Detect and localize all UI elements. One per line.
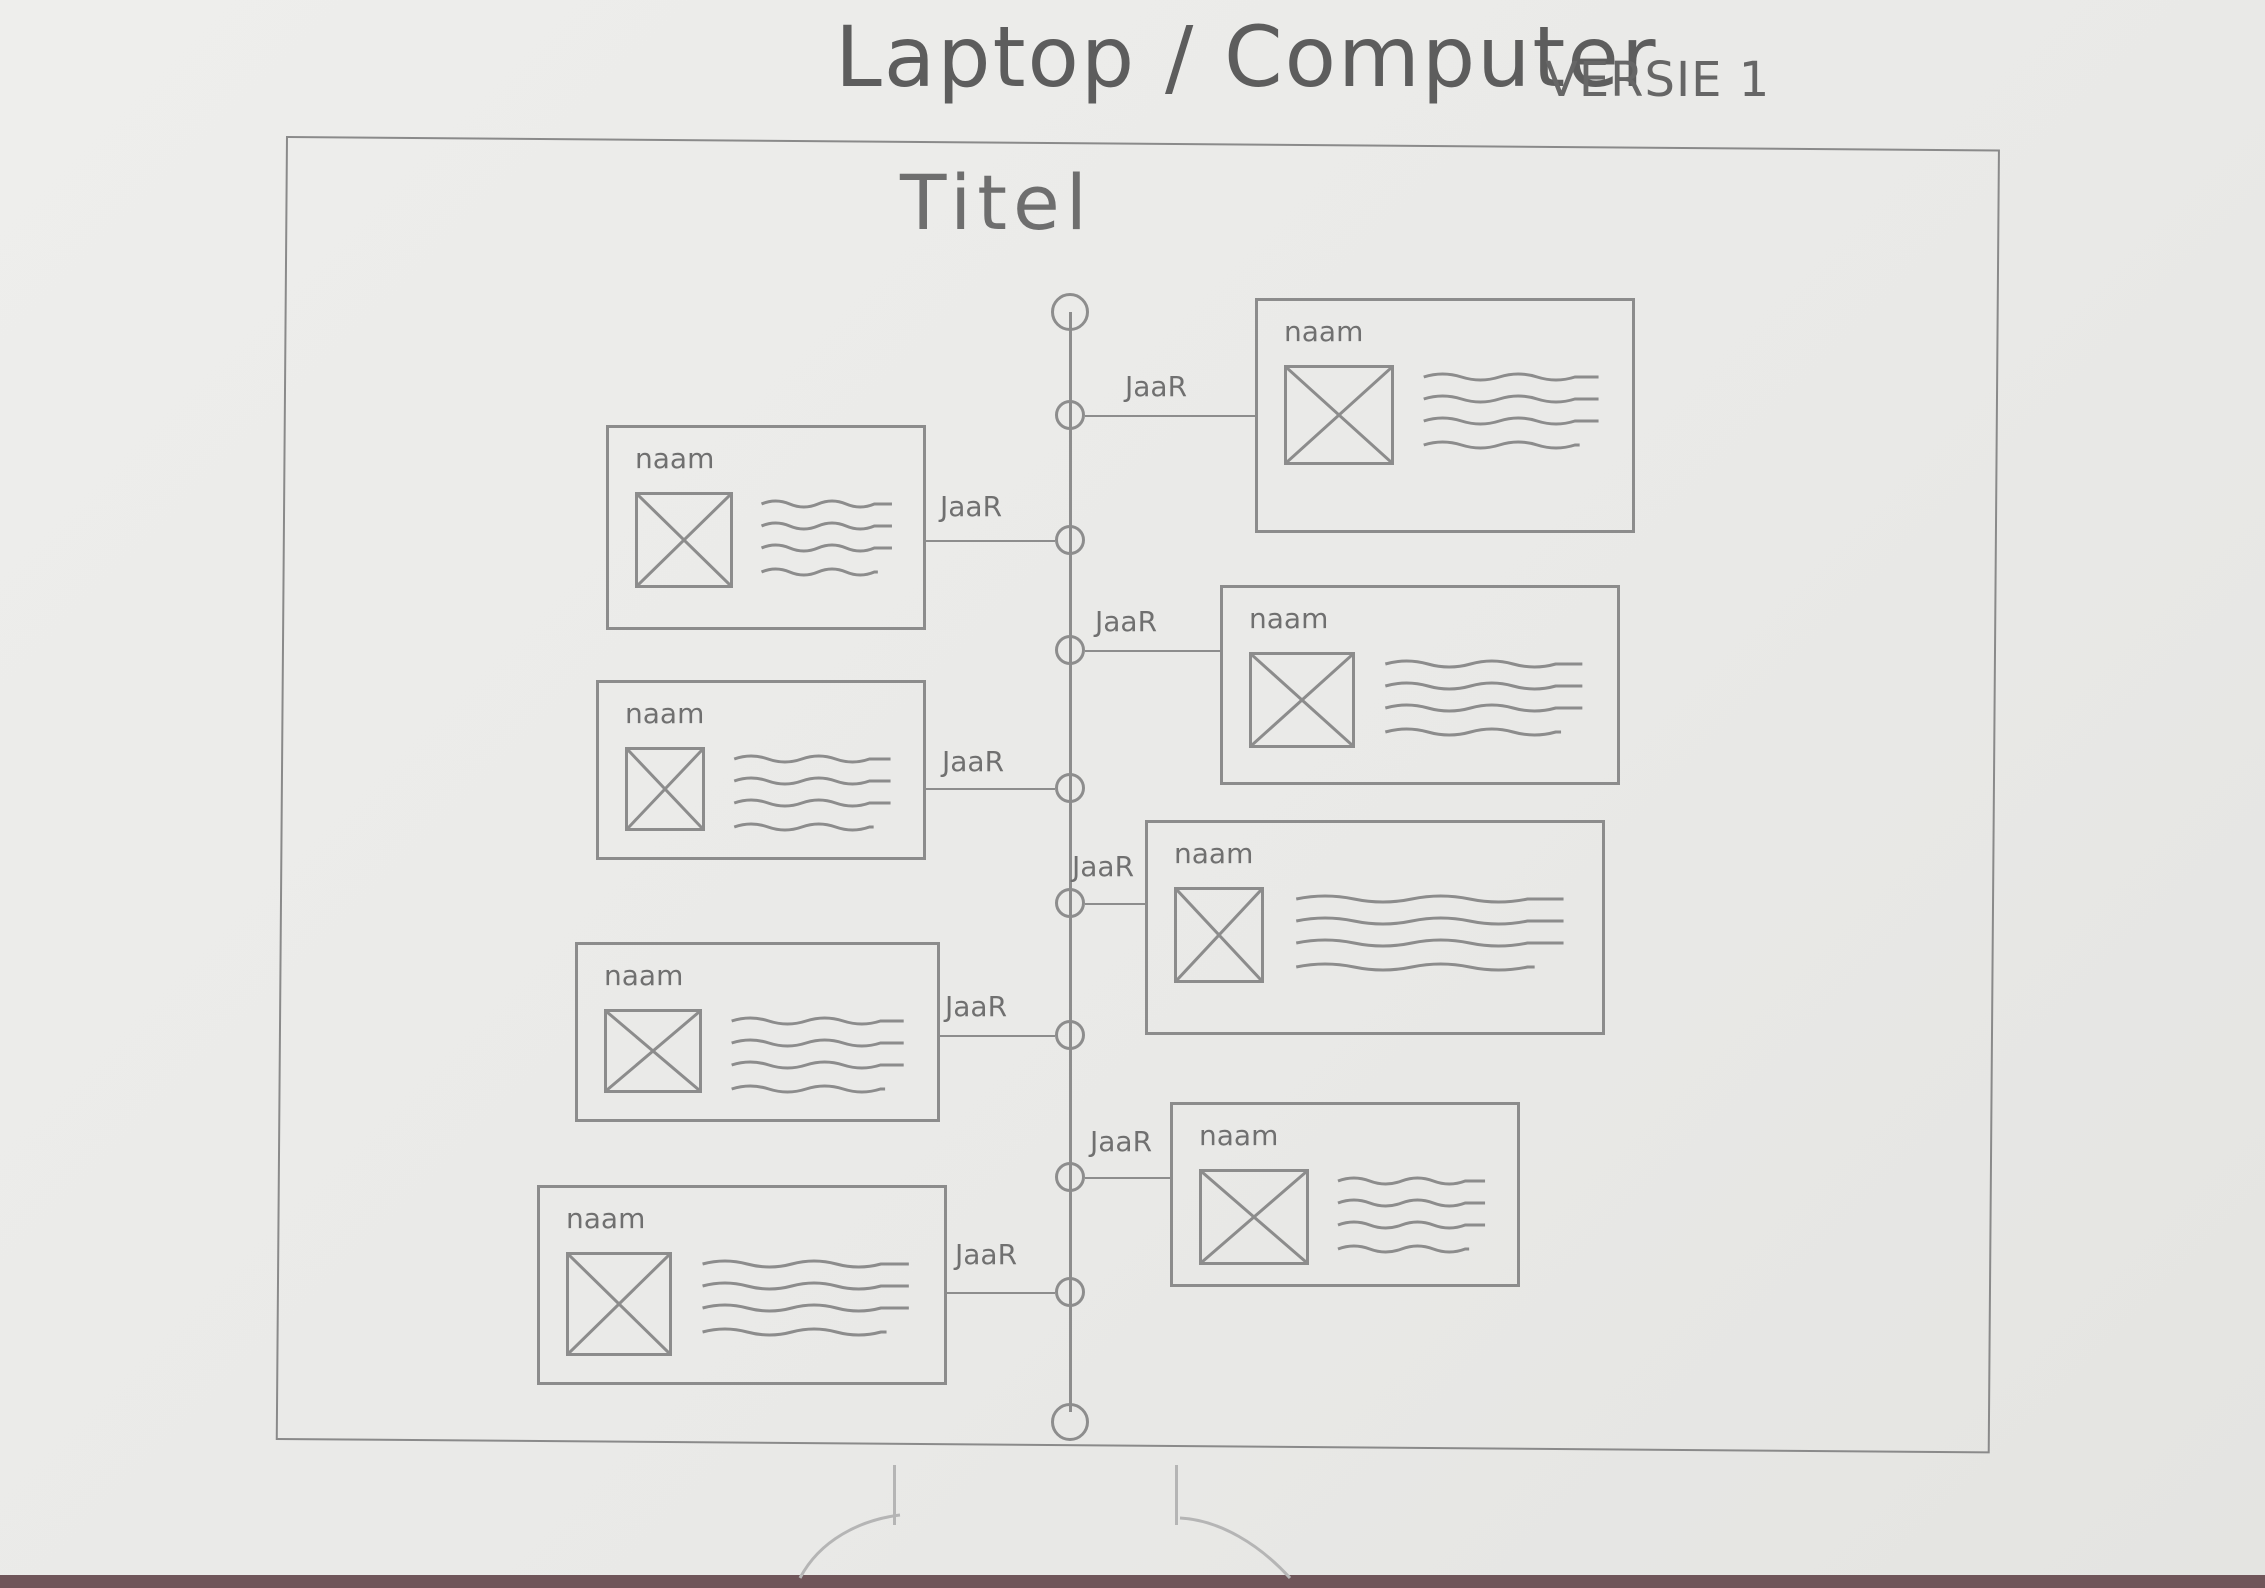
- timeline-node[interactable]: [1055, 400, 1085, 430]
- sheet-version: VERSIE 1: [1545, 52, 1771, 108]
- year-label: JaaR: [1125, 370, 1188, 403]
- timeline-card[interactable]: naam: [1170, 1102, 1520, 1287]
- timeline-end-node: [1051, 1403, 1089, 1441]
- timeline-axis: [1069, 312, 1072, 1412]
- card-name: naam: [1199, 1119, 1279, 1152]
- timeline-node[interactable]: [1055, 1162, 1085, 1192]
- timeline-card[interactable]: naam: [575, 942, 940, 1122]
- monitor-stand-left: [893, 1465, 896, 1525]
- timeline-card[interactable]: naam: [1220, 585, 1620, 785]
- year-label: JaaR: [1090, 1125, 1153, 1158]
- timeline-connector: [940, 1035, 1055, 1037]
- image-placeholder-icon: [566, 1252, 672, 1356]
- timeline-connector: [926, 788, 1055, 790]
- image-placeholder-icon: [1284, 365, 1394, 465]
- page-title: Titel: [900, 158, 1093, 247]
- timeline-connector: [1085, 1177, 1170, 1179]
- text-lines-icon: [727, 1011, 913, 1121]
- timeline-node[interactable]: [1055, 635, 1085, 665]
- year-label: JaaR: [1095, 605, 1158, 638]
- year-label: JaaR: [1072, 850, 1135, 883]
- card-name: naam: [635, 442, 715, 475]
- monitor-stand-right: [1175, 1465, 1178, 1525]
- laptop-screen-frame: [275, 136, 2000, 1454]
- year-label: JaaR: [955, 1238, 1018, 1271]
- timeline-node[interactable]: [1055, 1277, 1085, 1307]
- sheet-title: Laptop / Computer: [835, 8, 1658, 106]
- text-lines-icon: [730, 749, 899, 859]
- image-placeholder-icon: [625, 747, 705, 831]
- timeline-start-node: [1051, 293, 1089, 331]
- image-placeholder-icon: [1249, 652, 1355, 748]
- image-placeholder-icon: [1174, 887, 1264, 983]
- text-lines-icon: [1334, 1171, 1493, 1281]
- timeline-connector: [1085, 650, 1220, 652]
- timeline-node[interactable]: [1055, 888, 1085, 918]
- year-label: JaaR: [945, 990, 1008, 1023]
- text-lines-icon: [1380, 654, 1593, 764]
- text-lines-icon: [1419, 367, 1608, 477]
- card-name: naam: [604, 959, 684, 992]
- text-lines-icon: [758, 494, 899, 604]
- timeline-node[interactable]: [1055, 1020, 1085, 1050]
- timeline-card[interactable]: naam: [1255, 298, 1635, 533]
- timeline-connector: [947, 1292, 1055, 1294]
- monitor-stand-base: [798, 1513, 1292, 1580]
- timeline-node[interactable]: [1055, 773, 1085, 803]
- timeline-card[interactable]: naam: [596, 680, 926, 860]
- text-lines-icon: [697, 1254, 920, 1364]
- timeline-card[interactable]: naam: [606, 425, 926, 630]
- timeline-node[interactable]: [1055, 525, 1085, 555]
- timeline-card[interactable]: naam: [1145, 820, 1605, 1035]
- card-name: naam: [1249, 602, 1329, 635]
- image-placeholder-icon: [635, 492, 733, 588]
- year-label: JaaR: [940, 490, 1003, 523]
- timeline-connector: [926, 540, 1055, 542]
- image-placeholder-icon: [1199, 1169, 1309, 1265]
- text-lines-icon: [1289, 889, 1578, 999]
- year-label: JaaR: [942, 745, 1005, 778]
- timeline-connector: [1085, 415, 1255, 417]
- timeline-card[interactable]: naam: [537, 1185, 947, 1385]
- timeline-connector: [1085, 903, 1145, 905]
- card-name: naam: [1174, 837, 1254, 870]
- card-name: naam: [566, 1202, 646, 1235]
- image-placeholder-icon: [604, 1009, 702, 1093]
- card-name: naam: [1284, 315, 1364, 348]
- card-name: naam: [625, 697, 705, 730]
